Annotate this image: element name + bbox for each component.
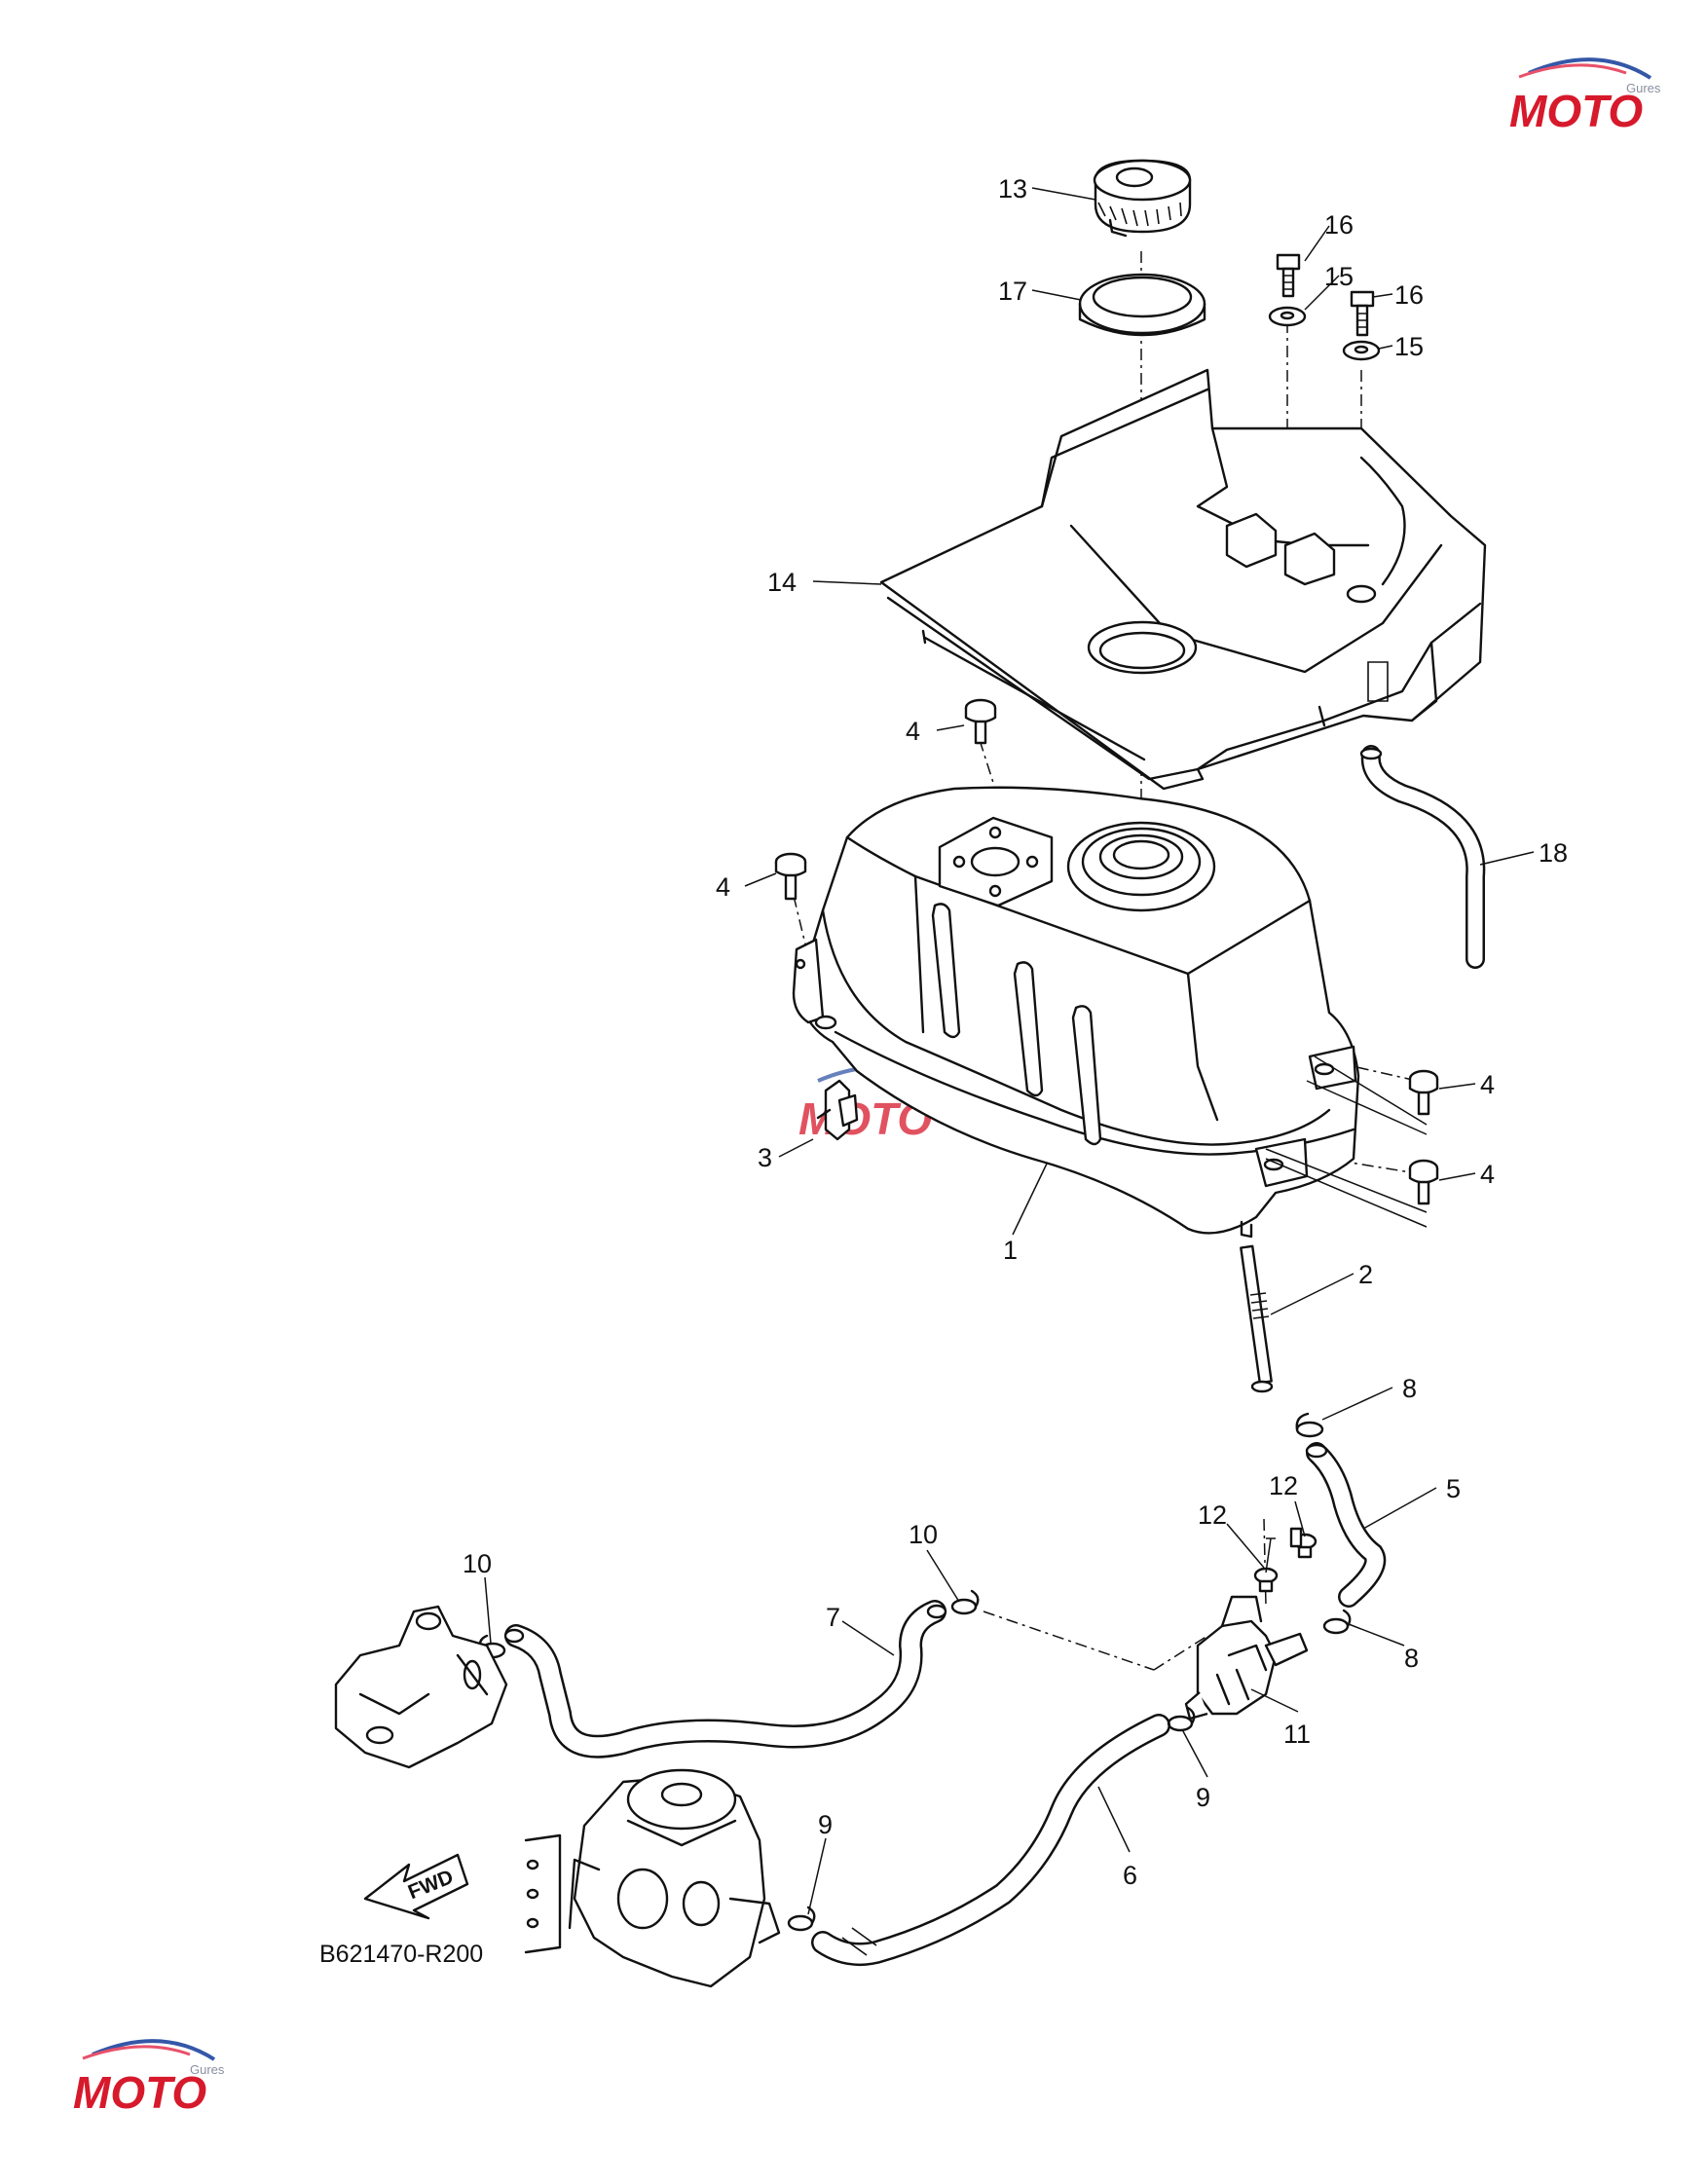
hose-6: [811, 1714, 1170, 1966]
callout-11: 11: [1283, 1720, 1311, 1749]
clip-10-upper: [950, 1589, 980, 1615]
bolt-16-right: [1350, 290, 1375, 337]
callout-13: 13: [998, 174, 1027, 204]
callout-8-upper: 8: [1402, 1374, 1417, 1403]
callout-6: 6: [1123, 1861, 1137, 1890]
watermark-subtext: Gures: [190, 2062, 225, 2077]
watermark-bottom-left: MOTO Gures: [73, 2039, 225, 2118]
leader-lines: [484, 187, 1535, 1915]
callout-10-left: 10: [463, 1549, 492, 1578]
hose-7: [503, 1600, 947, 1758]
callout-4-top: 4: [906, 717, 920, 746]
callout-16-right: 16: [1394, 280, 1424, 310]
screw-12-right: [1289, 1527, 1317, 1559]
callout-5: 5: [1446, 1474, 1461, 1503]
fwd-arrow-icon: FWD: [363, 1853, 469, 1920]
tank-cover: [879, 368, 1487, 791]
callout-8-lower: 8: [1404, 1644, 1419, 1673]
bolt-4-top: [964, 698, 997, 745]
bolt-4-left: [774, 852, 807, 901]
cap-gasket: [1078, 273, 1206, 337]
clip-3: [816, 1079, 859, 1141]
hose-5: [1305, 1442, 1387, 1608]
watermark-text: MOTO: [73, 2067, 206, 2118]
watermark-subtext: Gures: [1626, 81, 1661, 95]
bolt-brackets: [1265, 1055, 1428, 1228]
clip-9-right: [1167, 1706, 1196, 1732]
callout-4-right-upper: 4: [1480, 1070, 1495, 1099]
clip-8-upper: [1295, 1412, 1324, 1438]
callout-9-left: 9: [818, 1810, 833, 1839]
screw-12-left: [1253, 1567, 1279, 1593]
fuel-tank: [792, 786, 1360, 1239]
washer-15-left: [1268, 306, 1307, 327]
fuel-pipe: [1240, 1244, 1274, 1393]
callout-18: 18: [1539, 838, 1568, 868]
callout-1: 1: [1003, 1236, 1018, 1265]
carburetor: [524, 1768, 781, 1988]
callout-3: 3: [758, 1143, 772, 1172]
bolt-16-left: [1276, 253, 1301, 298]
watermark-text: MOTO: [1509, 86, 1643, 136]
watermark-top-right: MOTO Gures: [1509, 57, 1661, 136]
callout-16-left: 16: [1324, 210, 1354, 240]
diagram-code: B621470-R200: [319, 1941, 483, 1968]
callout-9-right: 9: [1196, 1783, 1210, 1812]
callout-4-right-lower: 4: [1480, 1160, 1495, 1189]
callout-14: 14: [767, 568, 797, 597]
callout-12-right: 12: [1269, 1471, 1298, 1500]
callout-numbers: 13 17 14 16 15 16 15 18 4 4 4 4 3 1 2 8 …: [463, 174, 1568, 1890]
fuel-cap: [1093, 159, 1192, 238]
callout-15-right: 15: [1394, 332, 1424, 361]
intake-manifold: [334, 1605, 508, 1769]
callout-15-left: 15: [1324, 262, 1354, 291]
breather-hose: [1359, 745, 1486, 969]
callout-10-upper: 10: [909, 1520, 938, 1549]
clip-9-left: [787, 1906, 816, 1932]
callout-17: 17: [998, 277, 1027, 306]
callout-4-left: 4: [716, 872, 730, 902]
fuel-cock: [1184, 1595, 1309, 1721]
callout-7: 7: [826, 1603, 840, 1632]
callout-12-left: 12: [1198, 1500, 1227, 1530]
clip-8-lower: [1322, 1609, 1352, 1635]
callout-2: 2: [1358, 1260, 1373, 1289]
bolt-4-right-upper: [1408, 1069, 1439, 1116]
washer-15-right: [1342, 340, 1381, 361]
bolt-4-right-lower: [1408, 1159, 1439, 1205]
